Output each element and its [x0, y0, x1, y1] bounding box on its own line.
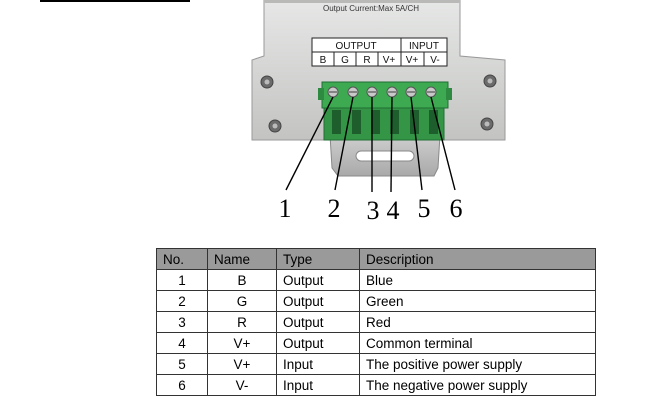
callout-line-2 [334, 96, 354, 191]
table-header-row: No. Name Type Description [156, 248, 596, 270]
terminal-label-b: B [320, 55, 327, 66]
cell-no: 1 [156, 269, 208, 291]
cell-name: V- [207, 374, 277, 396]
cell-no: 2 [156, 290, 208, 312]
callout-number-2: 2 [328, 194, 341, 223]
input-group-label: INPUT [409, 41, 439, 52]
screw-bottom-left [268, 119, 282, 133]
cell-type: Output [276, 290, 360, 312]
callout-line-1 [285, 96, 334, 191]
casing-edge [264, 0, 460, 3]
callout-number-1: 1 [279, 194, 292, 223]
callout-number-4: 4 [387, 196, 400, 225]
callout-number-3: 3 [367, 196, 380, 225]
cell-description: Red [359, 311, 596, 333]
table-row: 6 V- Input The negative power supply [156, 374, 596, 396]
controller-photo: Output Current:Max 5A/CH OUTPUT INPUT B … [251, 0, 506, 225]
terminal-label-r: R [363, 55, 370, 66]
cell-description: The negative power supply [359, 374, 596, 396]
cell-name: R [207, 311, 277, 333]
cell-type: Input [276, 374, 360, 396]
table-row: 1 B Output Blue [156, 269, 596, 291]
terminal-label-vplus-out: V+ [383, 55, 396, 66]
callout-line-5 [410, 96, 423, 191]
output-group-label: OUTPUT [335, 41, 376, 52]
cell-no: 6 [156, 374, 208, 396]
terminal-label-vplus-in: V+ [406, 55, 419, 66]
bracket-slot [355, 150, 415, 162]
cell-description: Common terminal [359, 332, 596, 354]
header-type: Type [276, 248, 360, 270]
table-row: 4 V+ Output Common terminal [156, 332, 596, 354]
cell-type: Output [276, 332, 360, 354]
callout-line-6 [430, 96, 456, 191]
header-name: Name [207, 248, 277, 270]
cell-type: Input [276, 353, 360, 375]
screw-top-left [260, 75, 274, 89]
cell-name: B [207, 269, 277, 291]
cell-name: G [207, 290, 277, 312]
table-row: 2 G Output Green [156, 290, 596, 312]
callout-number-5: 5 [418, 194, 431, 223]
cell-description: Blue [359, 269, 596, 291]
callout-line-4 [390, 96, 393, 193]
table-row: 5 V+ Input The positive power supply [156, 353, 596, 375]
header-description: Description [359, 248, 596, 270]
screw-top-right [483, 74, 497, 88]
callout-lines [285, 96, 456, 193]
cell-no: 4 [156, 332, 208, 354]
table-row: 3 R Output Red [156, 311, 596, 333]
callout-number-6: 6 [450, 194, 463, 223]
cell-no: 3 [156, 311, 208, 333]
cell-name: V+ [207, 353, 277, 375]
rating-text: Output Current:Max 5A/CH [323, 4, 419, 13]
cell-type: Output [276, 311, 360, 333]
cell-description: Green [359, 290, 596, 312]
cell-name: V+ [207, 332, 277, 354]
terminal-label-panel [311, 37, 448, 67]
terminal-label-vminus: V- [430, 55, 439, 66]
screw-bottom-right [480, 117, 494, 131]
top-divider-line [40, 0, 190, 2]
terminal-spec-table: No. Name Type Description 1 B Output Blu… [156, 248, 596, 396]
cell-type: Output [276, 269, 360, 291]
cell-description: The positive power supply [359, 353, 596, 375]
cell-no: 5 [156, 353, 208, 375]
terminal-label-g: G [341, 55, 349, 66]
terminal-block [318, 81, 452, 141]
header-no: No. [156, 248, 208, 270]
